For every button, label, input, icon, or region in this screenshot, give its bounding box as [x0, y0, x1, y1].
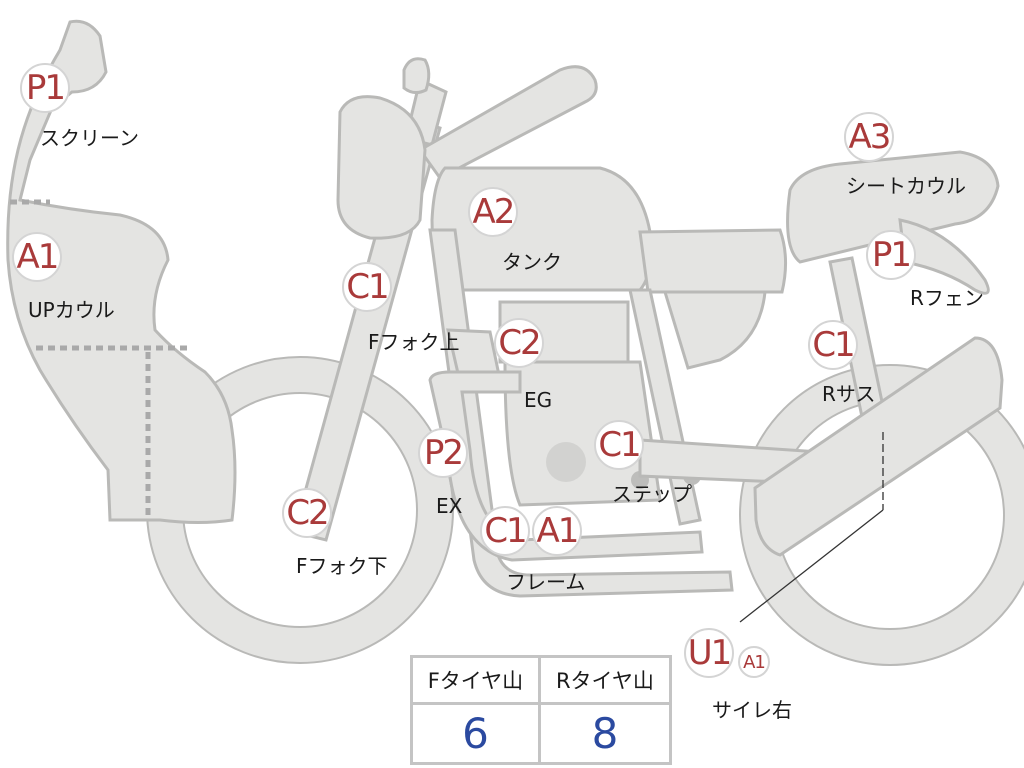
fork-upper-label: Fフォク上	[368, 330, 460, 354]
frame-main	[428, 228, 734, 598]
rear-fender-grade-badge: P1	[866, 230, 916, 280]
tire-tread-table: Fタイヤ山 Rタイヤ山 6 8	[410, 655, 673, 765]
side-cover	[662, 290, 767, 370]
fork-upper-grade-badge: C1	[342, 262, 392, 312]
front-tire-value: 6	[410, 702, 541, 765]
fork-lower-label: Fフォク下	[296, 554, 388, 578]
headlight-cowl	[336, 95, 427, 240]
mirror	[402, 57, 431, 95]
exhaust-grade-badge: P2	[418, 428, 468, 478]
seat	[638, 228, 787, 294]
upper-cowl-label: UPカウル	[28, 298, 115, 322]
silencer-subgrade-badge: A1	[738, 646, 770, 678]
engine-cover	[546, 442, 586, 482]
screen-grade-badge: P1	[20, 63, 70, 113]
tank-label: タンク	[502, 250, 562, 274]
seat-cowl-label: シートカウル	[846, 174, 966, 198]
front-tire-header: Fタイヤ山	[410, 655, 541, 705]
silencer-label: サイレ右	[712, 698, 792, 722]
muffler	[753, 336, 1004, 557]
silencer-leader-line	[739, 509, 884, 623]
rear-fender	[898, 218, 990, 295]
step-label: ステップ	[612, 482, 692, 506]
step-grade-badge: C1	[594, 420, 644, 470]
screen-label: スクリーン	[40, 126, 139, 150]
rear-tire-value: 8	[537, 702, 673, 765]
frame-grade-badge-1: C1	[480, 506, 530, 556]
rear-fender-label: Rフェン	[910, 286, 984, 310]
rear-shock-label: Rサス	[822, 382, 876, 406]
exhaust-label: EX	[436, 494, 463, 518]
handlebar	[417, 65, 598, 180]
frame-grade-badge-2: A1	[532, 506, 582, 556]
seat-cowl-grade-badge: A3	[844, 112, 894, 162]
silencer-grade-badge: U1	[684, 628, 734, 678]
engine-grade-badge: C2	[494, 318, 544, 368]
seat-cowl	[786, 150, 1000, 264]
upper-cowl-grade-badge: A1	[12, 232, 62, 282]
fork-lower-grade-badge: C2	[282, 488, 332, 538]
rear-tire-header: Rタイヤ山	[537, 655, 673, 705]
rear-shock-grade-badge: C1	[808, 320, 858, 370]
frame-label: フレーム	[506, 570, 586, 594]
engine-label: EG	[524, 388, 553, 412]
tank-grade-badge: A2	[468, 187, 518, 237]
